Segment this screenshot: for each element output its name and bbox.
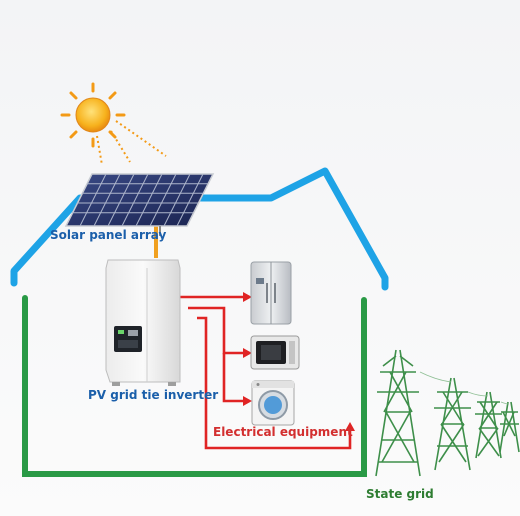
inverter-icon (105, 259, 181, 386)
transmission-tower-icon (375, 349, 520, 477)
washing-machine-icon (251, 380, 295, 426)
inverter-label: PV grid tie inverter (88, 388, 219, 402)
grid-label: State grid (366, 487, 434, 501)
solar-panel-icon (64, 173, 215, 236)
refrigerator-icon (250, 261, 292, 325)
power-lines (419, 371, 510, 405)
house-roof-outline (10, 167, 389, 291)
microwave-icon (250, 335, 300, 370)
tower-tiny (499, 401, 520, 453)
tower-large (375, 349, 421, 477)
feed-lines (178, 295, 352, 450)
tower-small (475, 391, 502, 459)
tower-medium (434, 377, 471, 471)
house-wiring (22, 295, 367, 477)
sun-rays (96, 120, 167, 166)
equipment-label: Electrical equipment (213, 425, 353, 439)
solar-panel-label: Solar panel array (50, 228, 167, 242)
feed-arrowheads (243, 292, 355, 431)
